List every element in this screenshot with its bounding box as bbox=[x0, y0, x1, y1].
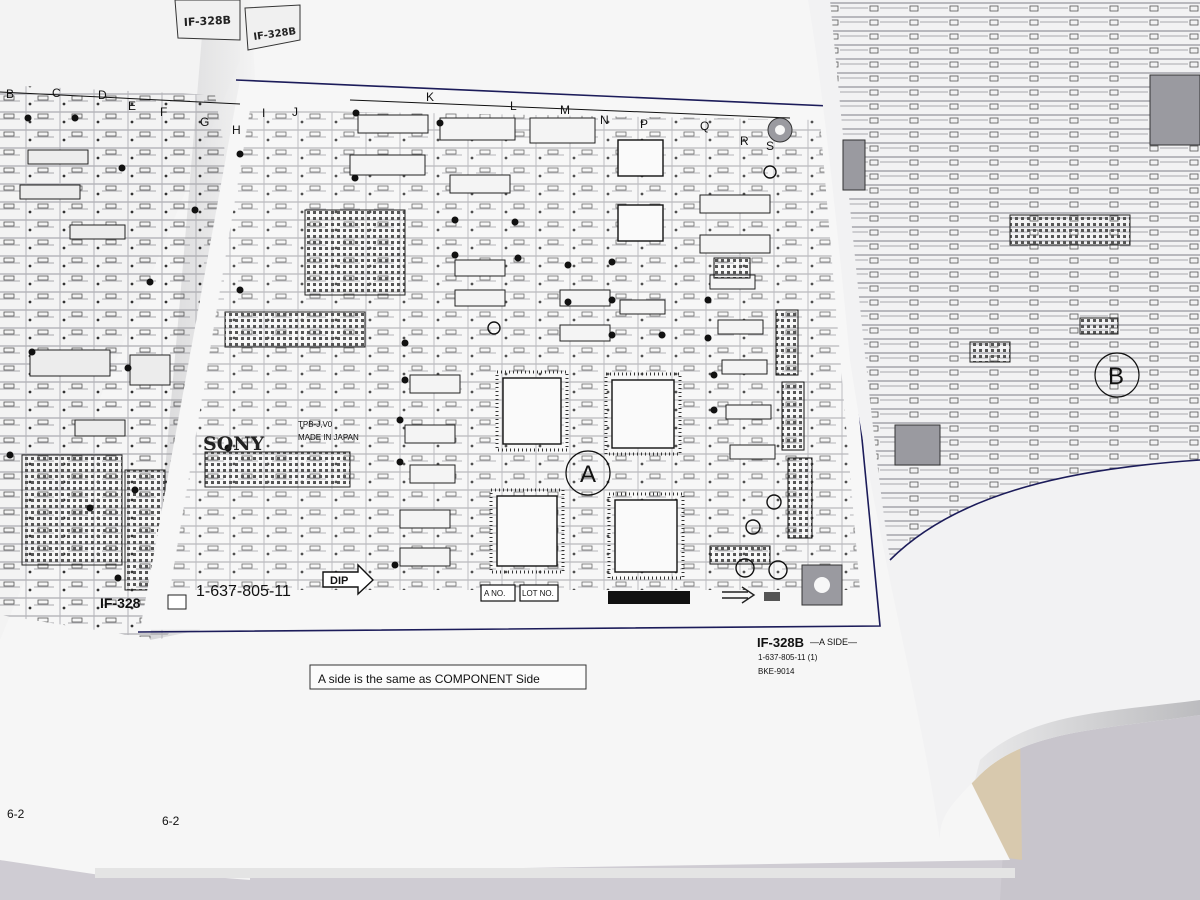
tpb-marking: TPB-J,V0 bbox=[298, 420, 333, 429]
col-letter: D bbox=[98, 88, 107, 102]
caption-side: —A SIDE— bbox=[810, 637, 857, 647]
caption-part: 1-637-805-11 (1) bbox=[758, 653, 818, 662]
col-letter: N bbox=[600, 113, 609, 127]
lot-no-label: LOT NO. bbox=[522, 589, 554, 598]
board-corner-label: IF-328 bbox=[100, 595, 141, 611]
col-letter: R bbox=[740, 134, 749, 148]
col-letter: P bbox=[640, 117, 648, 131]
region-a-label: A bbox=[580, 461, 596, 488]
col-letter: Q bbox=[700, 119, 709, 133]
col-letter: B bbox=[6, 87, 14, 101]
col-letter: F bbox=[160, 105, 167, 119]
column-letters: B C D E F G H I J K L M N P Q R S bbox=[0, 86, 791, 153]
col-letter: S bbox=[766, 139, 774, 153]
binding-tabs: IF-328B IF-328B bbox=[174, 0, 301, 51]
caption-note: A side is the same as COMPONENT Side bbox=[318, 672, 540, 686]
right-curled-page: B bbox=[808, 0, 1200, 840]
col-letter: C bbox=[52, 86, 61, 100]
made-in-marking: MADE IN JAPAN bbox=[298, 433, 359, 442]
qfp-chips bbox=[496, 139, 678, 573]
caption-code: BKE-9014 bbox=[758, 667, 795, 676]
region-b-label: B bbox=[1108, 363, 1124, 390]
sony-logo: SONY bbox=[203, 433, 265, 455]
col-letter: H bbox=[232, 123, 241, 137]
page-number-center: 6-2 bbox=[162, 814, 180, 828]
main-board: B C D E F G H I J K L M N P Q R S bbox=[0, 79, 881, 633]
col-letter: M bbox=[560, 103, 570, 117]
region-a-marker bbox=[565, 450, 611, 496]
col-letter: G bbox=[200, 115, 209, 129]
col-letter: E bbox=[128, 99, 136, 113]
region-b-marker bbox=[1094, 352, 1140, 398]
dip-arrow bbox=[322, 563, 375, 596]
tab-left-label: IF-328B bbox=[183, 14, 231, 29]
direction-arrow bbox=[722, 586, 756, 604]
a-no-label: A NO. bbox=[484, 589, 505, 598]
caption-title: IF-328B bbox=[757, 635, 804, 650]
col-letter: I bbox=[262, 106, 265, 120]
col-letter: L bbox=[510, 99, 517, 113]
barcode-area bbox=[608, 591, 690, 604]
part-number: 1-637-805-11 bbox=[196, 583, 291, 600]
dip-label: DIP bbox=[330, 575, 348, 587]
caption-block: IF-328B —A SIDE— 1-637-805-11 (1) BKE-90… bbox=[309, 635, 857, 690]
page-number-left: 6-2 bbox=[7, 807, 25, 821]
col-letter: J bbox=[292, 105, 298, 119]
col-letter: K bbox=[426, 90, 434, 104]
caption-note-box bbox=[309, 664, 587, 690]
